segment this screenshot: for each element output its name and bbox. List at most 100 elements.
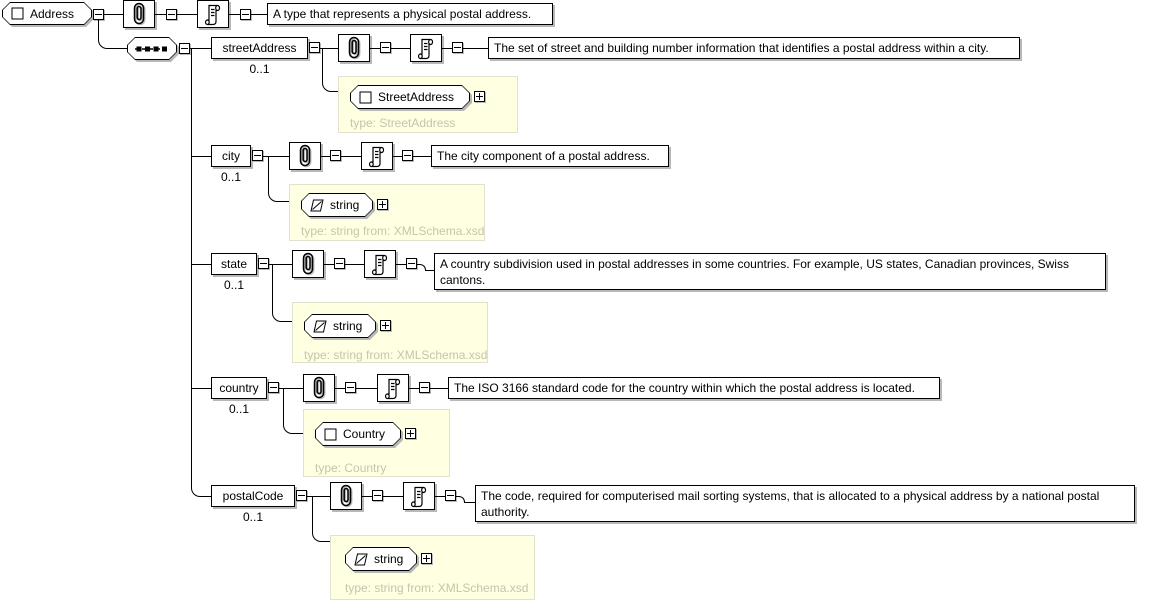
connector [98,20,127,49]
collapse-toggle[interactable] [179,43,190,54]
cardinality-label: 0..1 [223,278,244,292]
collapse-toggle[interactable] [252,150,263,161]
connector [356,388,377,389]
documentation-text[interactable]: The city component of a postal address. [431,145,669,167]
collapse-toggle[interactable] [372,490,383,501]
documentation-scroll-icon [377,374,409,402]
connector [283,388,303,434]
connector [268,156,289,202]
collapse-toggle[interactable] [166,9,177,20]
connector [465,502,475,503]
connector [155,14,166,15]
expand-toggle[interactable] [377,199,388,210]
simple-type-icon [313,320,327,332]
connector [370,48,380,49]
element-label: streetAddress [222,41,297,55]
type-string[interactable]: string [304,314,376,338]
expand-toggle[interactable] [380,320,391,331]
expand-toggle[interactable] [474,91,485,102]
type-panel: string type: string from: XMLSchema.xsd [289,184,485,241]
documentation-text[interactable]: The ISO 3166 standard code for the count… [448,377,940,399]
annotation-paperclip-icon [292,250,324,278]
documentation-text[interactable]: A type that represents a physical postal… [267,3,553,25]
collapse-toggle[interactable] [296,490,307,501]
connector [321,156,330,157]
type-label: string [333,319,363,333]
collapse-toggle[interactable] [93,9,104,20]
type-caption: type: Country [315,461,387,475]
type-label: string [374,552,404,566]
root-element-address[interactable]: Address [2,2,92,25]
cardinality-label: 0..1 [220,170,241,184]
connector [463,48,488,49]
element-streetaddress[interactable]: streetAddress [211,37,308,59]
type-country[interactable]: Country [315,422,401,446]
element-label: city [222,149,240,163]
collapse-toggle[interactable] [258,258,269,269]
connector [324,264,334,265]
sequence-indicator[interactable] [127,37,177,60]
type-caption: type: StreetAddress [350,116,456,130]
collapse-toggle[interactable] [240,9,251,20]
type-panel: string type: string from: XMLSchema.xsd [292,302,488,363]
collapse-toggle[interactable] [268,382,279,393]
collapse-toggle[interactable] [452,42,463,53]
collapse-toggle[interactable] [345,382,356,393]
cardinality-label: 0..1 [249,62,270,76]
element-label: postalCode [222,489,284,503]
connector [191,388,211,389]
collapse-toggle[interactable] [402,150,413,161]
documentation-scroll-icon [197,0,229,28]
element-state[interactable]: state [211,253,257,275]
documentation-scroll-icon [410,34,442,62]
connector [191,264,211,265]
root-element-label: Address [30,6,75,21]
documentation-scroll-icon [364,250,396,278]
connector [430,388,448,389]
connector [435,496,445,497]
collapse-toggle[interactable] [380,42,391,53]
connector [191,470,211,497]
collapse-toggle[interactable] [330,150,341,161]
element-postalcode[interactable]: postalCode [211,485,295,507]
element-label: state [220,257,247,271]
expand-toggle[interactable] [421,553,432,564]
element-label: country [219,381,259,395]
connector [391,48,410,49]
collapse-toggle[interactable] [445,490,456,501]
expand-toggle[interactable] [405,428,416,439]
connector [272,264,292,322]
connector [322,48,338,92]
type-label: Country [343,427,386,441]
type-string[interactable]: string [345,547,417,571]
complex-type-icon [324,428,337,440]
documentation-text[interactable]: A country subdivision used in postal add… [434,253,1106,290]
annotation-paperclip-icon [303,374,335,402]
type-string[interactable]: string [301,193,373,217]
connector [177,14,197,15]
documentation-text[interactable]: The code, required for computerised mail… [475,485,1135,522]
connector [345,264,364,265]
annotation-paperclip-icon [330,482,362,510]
collapse-toggle[interactable] [419,382,430,393]
connector [251,14,267,15]
type-panel: StreetAddress type: StreetAddress [338,76,518,133]
element-country[interactable]: country [211,377,267,399]
documentation-text[interactable]: The set of street and building number in… [488,37,1020,59]
complex-type-icon [359,91,372,103]
element-city[interactable]: city [211,145,251,167]
annotation-paperclip-icon [338,34,370,62]
documentation-scroll-icon [403,482,435,510]
simple-type-icon [354,553,368,565]
connector [335,388,345,389]
connector [312,496,330,542]
connector [393,156,402,157]
connector [341,156,361,157]
collapse-toggle[interactable] [406,258,417,269]
type-caption: type: string from: XMLSchema.xsd [304,348,488,362]
collapse-toggle[interactable] [309,42,320,53]
connector [104,14,123,15]
collapse-toggle[interactable] [334,258,345,269]
type-streetaddress[interactable]: StreetAddress [350,85,470,109]
